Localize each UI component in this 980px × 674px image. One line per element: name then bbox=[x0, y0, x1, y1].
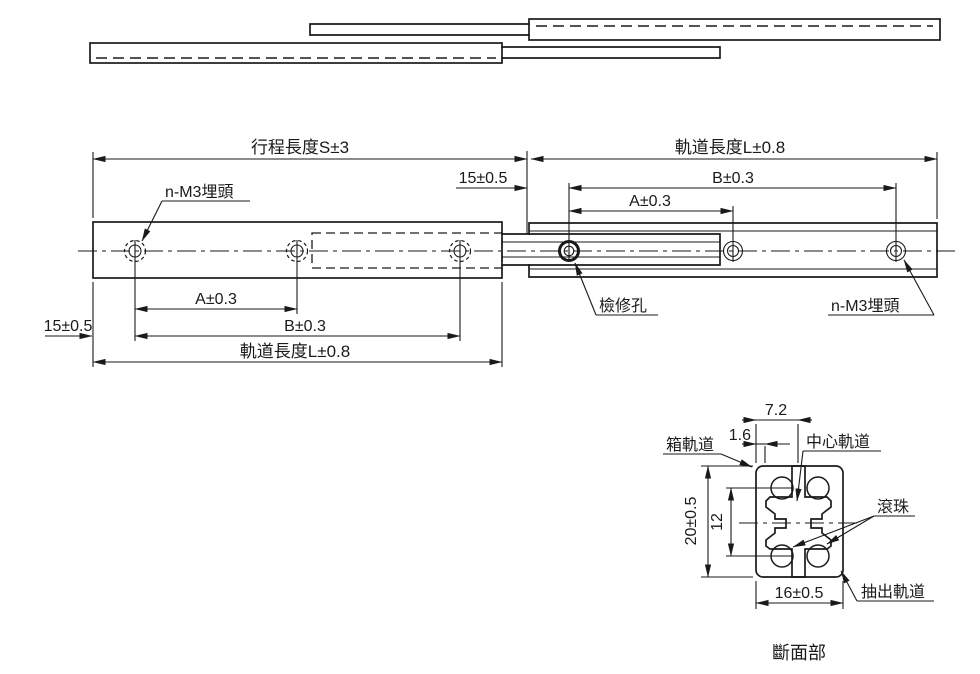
dimension-lines bbox=[45, 155, 938, 366]
bearing-balls bbox=[770, 476, 830, 568]
dim-1-6: 1.6 bbox=[729, 427, 751, 444]
n-m3-right-label: n-M3埋頭 bbox=[831, 297, 899, 315]
stroke-length-dim: 行程長度S±3 bbox=[251, 138, 349, 157]
callout-drawer-rail: 抽出軌道 bbox=[840, 570, 934, 602]
rail-length-bottom-dim: 軌道長度L±0.8 bbox=[240, 342, 350, 361]
dim-12: 12 bbox=[709, 513, 726, 531]
dim-20: 20±0.5 bbox=[683, 496, 700, 545]
callout-n-m3-right: n-M3埋頭 bbox=[828, 259, 935, 316]
hidden-intermediate-rail bbox=[311, 232, 503, 269]
callout-ball: 滾珠 bbox=[792, 498, 915, 548]
intermediate-rail-left-end bbox=[309, 23, 530, 36]
dim-a-top: A±0.3 bbox=[629, 193, 671, 210]
callout-inspection-hole: 檢修孔 bbox=[574, 262, 658, 316]
intermediate-bar-inner-lines bbox=[502, 241, 720, 258]
n-m3-left-label: n-M3埋頭 bbox=[165, 183, 233, 201]
extension-lines bbox=[92, 151, 938, 367]
rail-length-top-dim: 軌道長度L±0.8 bbox=[675, 138, 785, 157]
cabinet-rail-label: 箱軌道 bbox=[666, 436, 714, 454]
inspection-hole-label: 檢修孔 bbox=[599, 297, 647, 315]
center-rail-profile bbox=[765, 465, 832, 578]
intermediate-bar bbox=[501, 233, 721, 266]
ball-label: 滾珠 bbox=[877, 498, 909, 516]
dim-7-2: 7.2 bbox=[765, 402, 787, 419]
dim-b-bottom: B±0.3 bbox=[284, 318, 326, 335]
drawer-rail-label: 抽出軌道 bbox=[861, 583, 925, 601]
dim-a-bottom: A±0.3 bbox=[195, 291, 237, 308]
dim-16: 16±0.5 bbox=[775, 585, 824, 602]
section-dimensions bbox=[701, 416, 844, 609]
extended-slide-top-view bbox=[89, 18, 941, 64]
center-rail-label: 中心軌道 bbox=[806, 433, 870, 451]
outer-rail bbox=[528, 18, 941, 41]
section-caption: 斷面部 bbox=[772, 643, 826, 663]
callout-cabinet-rail: 箱軌道 bbox=[663, 436, 753, 468]
callout-center-rail: 中心軌道 bbox=[795, 433, 881, 502]
inner-rail bbox=[89, 42, 503, 64]
offset-15-top-dim: 15±0.5 bbox=[459, 170, 508, 187]
intermediate-rail-right-end bbox=[501, 46, 721, 59]
dim-b-top: B±0.3 bbox=[712, 170, 754, 187]
plan-view: 行程長度S±3 軌道長度L±0.8 15±0.5 B±0.3 A±0.3 A±0… bbox=[44, 138, 958, 367]
cabinet-rail-outline bbox=[528, 222, 938, 278]
callout-n-m3-left: n-M3埋頭 bbox=[141, 183, 250, 242]
offset-15-bottom-dim: 15±0.5 bbox=[44, 318, 93, 335]
cross-section-view: 7.2 1.6 20±0.5 12 16±0.5 箱軌道 中心軌道 滾珠 抽出軌… bbox=[663, 402, 934, 663]
